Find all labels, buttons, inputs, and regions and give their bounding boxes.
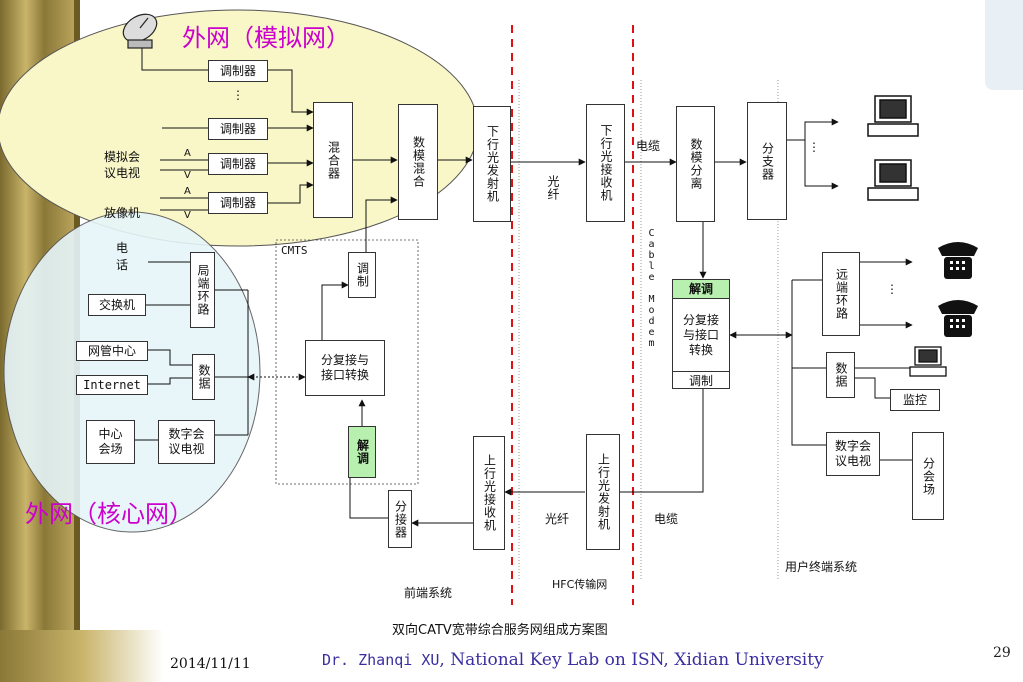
ellipsis-dots: ⋮	[808, 140, 820, 154]
mixer-box: 混合器	[313, 102, 353, 218]
monitor-box: 监控	[890, 389, 940, 411]
cable-label: 电缆	[636, 139, 661, 153]
modulator-box: 调制器	[208, 60, 268, 82]
computer-icon	[909, 346, 947, 377]
sub-venue-box: 分会场	[912, 432, 944, 520]
ellipsis-dots: ⋮	[886, 282, 898, 296]
user-digital-meeting-box: 数字会 议电视	[826, 432, 880, 476]
cable-modem-mux: 分复接 与接口 转换	[682, 312, 719, 357]
user-terminal-label: 用户终端系统	[785, 560, 858, 574]
fiber-label: 光纤	[546, 175, 560, 201]
core-network-title: 外网（核心网）	[25, 500, 193, 528]
corner-decoration	[985, 0, 1023, 90]
analog-network-title: 外网（模拟网）	[182, 24, 350, 52]
footer-affiliation: , National Key Lab on ISN, Xidian Univer…	[439, 650, 824, 670]
modulate-box: 调制	[348, 252, 376, 298]
bottom-decorative-bar	[0, 630, 1023, 682]
footer-author-name: Dr. Zhanqi XU	[322, 651, 440, 669]
telephone-icon	[938, 300, 978, 337]
headend-system-label: 前端系统	[404, 586, 453, 600]
remote-loop-box: 远端环路	[822, 252, 860, 336]
modulator-box: 调制器	[208, 153, 268, 175]
demod-box: 解调	[348, 426, 376, 478]
user-data-box: 数据	[826, 352, 855, 398]
analog-meeting-label: 模拟会 议电视	[104, 150, 141, 180]
telephone-label: 电 话	[116, 241, 129, 272]
footer-date: 2014/11/11	[170, 656, 251, 672]
nms-box: 网管中心	[76, 341, 148, 361]
computer-icon	[867, 95, 919, 137]
internet-box: Internet	[76, 375, 148, 395]
uplink-optical-receiver: 上行光接收机	[473, 436, 505, 550]
cable-modem-demod: 解调	[673, 280, 729, 299]
digital-meeting-box: 数字会 议电视	[158, 420, 215, 464]
uplink-optical-transmitter: 上行光发射机	[586, 434, 620, 550]
page-number: 29	[993, 645, 1011, 661]
core-network-ellipse	[3, 211, 261, 533]
digital-analog-mixer-box: 数模混合	[398, 104, 438, 220]
audio-label: A	[184, 186, 191, 197]
satellite-dish-icon	[122, 13, 158, 49]
hfc-network-label: HFC传输网	[552, 578, 608, 591]
center-venue-box: 中心 会场	[86, 420, 135, 464]
modulator-box: 调制器	[208, 192, 268, 214]
audio-label: A	[184, 148, 191, 159]
vcr-label: 放像机	[104, 206, 141, 220]
cable-modem-box: 解调 分复接 与接口 转换 调制	[672, 279, 730, 389]
splitter-box: 分支器	[747, 102, 787, 220]
cable-modem-mod: 调制	[673, 371, 729, 390]
sub-splitter-box: 分接器	[388, 490, 412, 548]
downlink-optical-transmitter: 下行光发射机	[473, 106, 511, 222]
telephone-icon	[938, 242, 978, 279]
cmts-box	[275, 239, 419, 485]
computer-icon	[867, 159, 919, 201]
switch-box: 交换机	[88, 294, 146, 316]
fiber-label: 光纤	[545, 512, 570, 526]
diagram-caption: 双向CATV宽带综合服务网组成方案图	[392, 623, 608, 638]
mux-interface-box: 分复接与 接口转换	[305, 340, 385, 396]
local-loop-box: 局端环路	[190, 252, 215, 328]
data-box: 数据	[192, 354, 215, 400]
cmts-label: CMTS	[281, 244, 308, 257]
downlink-optical-receiver: 下行光接收机	[586, 104, 625, 222]
video-label: V	[184, 170, 191, 181]
cable-modem-label: Cable Modem	[646, 228, 657, 349]
video-label: V	[184, 210, 191, 221]
digital-analog-separator: 数模分离	[676, 106, 715, 222]
ellipsis-dots: ⋮	[232, 88, 244, 102]
cable-label: 电缆	[654, 512, 679, 526]
modulator-box: 调制器	[208, 118, 268, 140]
footer-author: Dr. Zhanqi XU, National Key Lab on ISN, …	[322, 650, 824, 670]
